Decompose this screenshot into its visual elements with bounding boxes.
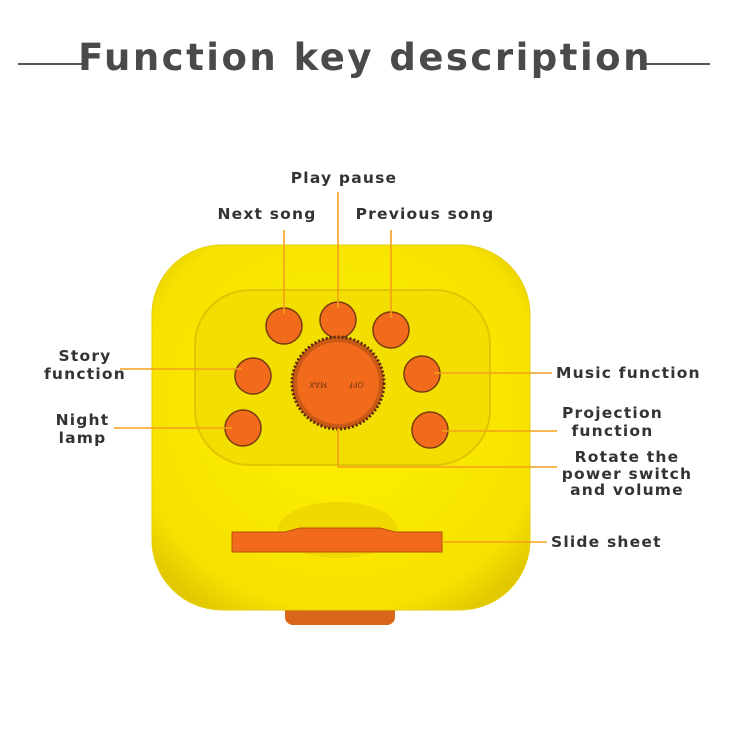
label-projection-function: Projection function [555, 404, 670, 440]
label-line: Rotate the [574, 448, 680, 466]
title-rule-right [642, 63, 710, 65]
volume-dial [297, 342, 379, 424]
label-story-function: Story function [40, 347, 130, 383]
label-music-function: Music function [556, 364, 701, 382]
projection-button [411, 411, 449, 449]
label-line: function [43, 365, 126, 383]
title-rule-left [18, 63, 85, 65]
label-play-pause: Play pause [290, 169, 398, 187]
dial-off-mark: OFF [348, 380, 364, 389]
label-line: Night [55, 411, 110, 429]
label-rotate-power-volume: Rotate the power switch and volume [558, 449, 696, 499]
dial-max-mark: MAX [309, 380, 327, 389]
label-previous-song: Previous song [355, 205, 495, 223]
label-next-song: Next song [217, 205, 317, 223]
label-line: power switch [561, 464, 693, 483]
label-line: lamp [58, 429, 107, 447]
slide-sheet [231, 527, 443, 553]
label-line: and volume [570, 481, 684, 499]
label-slide-sheet: Slide sheet [551, 533, 662, 551]
leader-lines [114, 192, 557, 543]
label-line: Projection [561, 404, 664, 422]
label-line: Story [58, 347, 112, 365]
label-line: function [571, 422, 654, 440]
story-button [234, 357, 272, 395]
page-title: Function key description [78, 36, 652, 79]
music-button [403, 355, 441, 393]
label-night-lamp: Night lamp [40, 411, 125, 447]
buttons [224, 301, 449, 449]
